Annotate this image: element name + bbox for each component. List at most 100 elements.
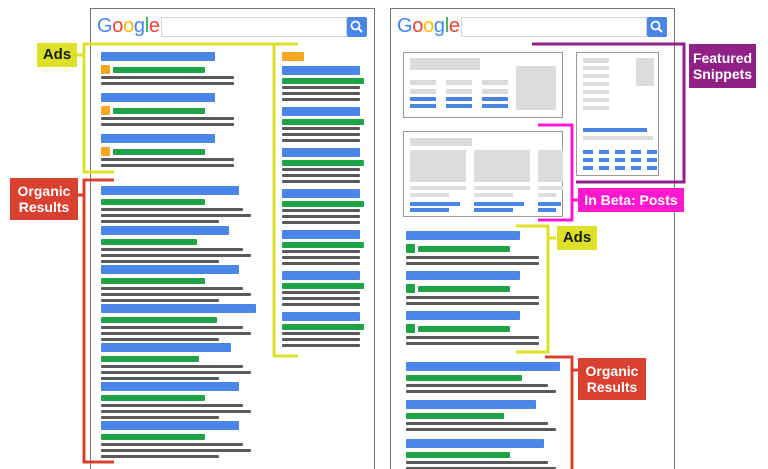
ad-url xyxy=(418,246,510,252)
ad-snippet xyxy=(406,302,539,305)
post-link xyxy=(410,208,449,212)
ad-title xyxy=(101,134,215,143)
sidebar-ad-snippet xyxy=(282,98,360,101)
organic-url xyxy=(101,278,205,284)
ad-snippet xyxy=(101,158,234,161)
sidebar-ad-snippet xyxy=(282,221,360,224)
snippet-link xyxy=(647,158,657,162)
snippet-link xyxy=(631,150,641,154)
featured-snippets-bracket xyxy=(532,42,686,184)
label-organic-right: Organic Results xyxy=(578,358,646,400)
ad-badge xyxy=(406,324,415,333)
organic-title xyxy=(406,362,560,371)
post-text xyxy=(538,186,563,190)
card-link xyxy=(482,97,508,101)
organic-snippet xyxy=(101,299,219,302)
ads-right-column-bracket xyxy=(272,42,298,358)
organic-snippet xyxy=(101,214,251,217)
snippet-link xyxy=(615,166,625,170)
ad-title xyxy=(101,52,215,61)
post-text xyxy=(410,186,466,190)
card-text xyxy=(410,89,436,94)
sidebar-ad-snippet xyxy=(282,291,360,294)
organic-title xyxy=(101,226,229,235)
sidebar-ad-snippet xyxy=(282,209,360,212)
card-text xyxy=(446,89,472,94)
sidebar-ad-url xyxy=(282,324,364,330)
organic-title xyxy=(101,343,231,352)
post-image xyxy=(474,150,530,182)
organic-url xyxy=(101,239,197,245)
ad-title xyxy=(406,271,520,280)
organic-right-bracket xyxy=(545,355,574,469)
snippet-link xyxy=(583,150,593,154)
sidebar-ad-snippet xyxy=(282,174,360,177)
ad-url xyxy=(113,149,205,155)
snippet-text xyxy=(583,58,609,63)
organic-url xyxy=(406,452,510,458)
post-link xyxy=(538,202,561,206)
card-text xyxy=(482,80,508,85)
organic-url xyxy=(101,395,205,401)
sidebar-ad-title xyxy=(282,189,360,198)
search-button-right[interactable] xyxy=(647,17,667,37)
search-input-left[interactable] xyxy=(161,17,347,37)
ad-badge xyxy=(101,106,110,115)
card-heading xyxy=(410,58,480,70)
ad-url xyxy=(418,326,510,332)
post-image xyxy=(538,150,563,182)
search-button-left[interactable] xyxy=(347,17,367,37)
sidebar-ad-snippet xyxy=(282,139,360,142)
google-logo-right: Google xyxy=(397,15,460,37)
snippet-text xyxy=(583,66,609,70)
card-image xyxy=(516,66,556,110)
organic-snippet xyxy=(101,332,251,335)
snippet-text xyxy=(583,106,609,110)
organic-snippet xyxy=(101,455,219,458)
ad-snippet xyxy=(406,296,539,299)
card-text xyxy=(482,89,508,94)
snippet-link xyxy=(647,166,657,170)
ad-title xyxy=(101,93,215,102)
ad-badge xyxy=(406,244,415,253)
organic-snippet xyxy=(101,377,219,380)
sidebar-ad-title xyxy=(282,312,360,321)
organic-snippet xyxy=(101,287,243,290)
sidebar-ad-url xyxy=(282,242,364,248)
sidebar-ad-snippet xyxy=(282,168,360,171)
sidebar-ad-url xyxy=(282,201,364,207)
sidebar-ad-snippet xyxy=(282,86,360,89)
label-posts: In Beta: Posts xyxy=(578,188,684,212)
organic-title xyxy=(101,304,256,313)
ad-snippet xyxy=(406,262,539,265)
organic-snippet xyxy=(101,260,219,263)
organic-snippet xyxy=(101,449,251,452)
sidebar-ad-snippet xyxy=(282,215,360,218)
sidebar-ad-snippet xyxy=(282,262,360,265)
post-link xyxy=(538,208,556,212)
search-input-right[interactable] xyxy=(461,17,647,37)
snippet-link xyxy=(599,158,609,162)
ad-badge xyxy=(406,284,415,293)
ad-title xyxy=(406,311,520,320)
label-featured-snippets: Featured Snippets xyxy=(689,44,756,88)
organic-snippet xyxy=(101,220,219,223)
ad-snippet xyxy=(406,342,539,345)
card-link xyxy=(482,104,508,108)
card-link xyxy=(446,104,472,108)
snippet-image xyxy=(636,58,654,86)
card-link xyxy=(410,97,436,101)
sidebar-ad-title xyxy=(282,66,360,75)
ad-snippet xyxy=(101,117,234,120)
ad-snippet xyxy=(406,256,539,259)
sidebar-ad-title xyxy=(282,230,360,239)
snippet-text xyxy=(583,74,609,78)
snippet-link xyxy=(631,166,641,170)
post-image xyxy=(410,150,466,182)
organic-snippet xyxy=(406,390,556,393)
card-link xyxy=(410,104,436,108)
sidebar-ad-url xyxy=(282,119,364,125)
organic-snippet xyxy=(406,461,548,464)
organic-snippet xyxy=(101,254,251,257)
